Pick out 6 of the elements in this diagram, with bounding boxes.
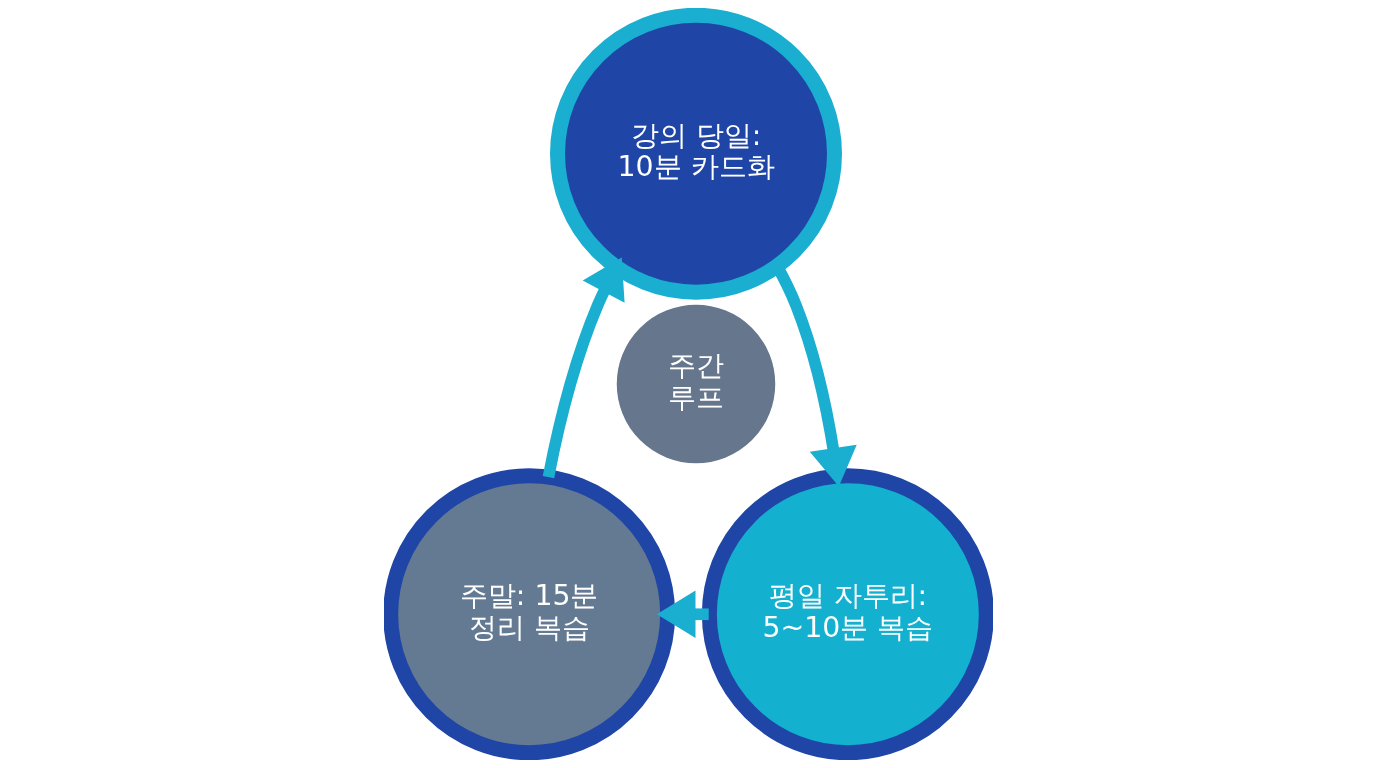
arrow: [656, 590, 709, 638]
node-circle: 주말: 15분 정리 복습: [383, 468, 675, 760]
node-circle: 주간 루프: [616, 304, 775, 464]
arrow: [542, 257, 625, 479]
node-circle: 평일 자투리: 5~10분 복습: [701, 468, 993, 760]
node-circle: 강의 당일: 10분 카드화: [549, 8, 842, 300]
